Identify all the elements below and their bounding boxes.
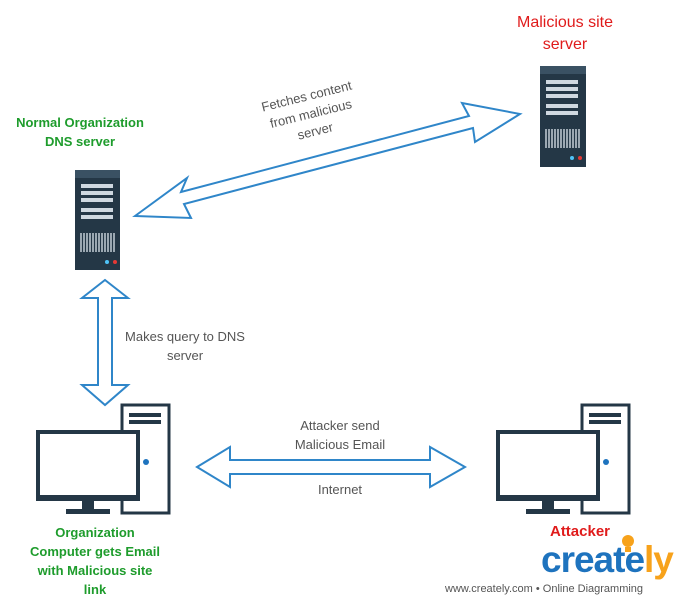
email-edge-label-line1: Attacker send	[300, 418, 380, 433]
fetch-arrow	[132, 101, 523, 220]
attacker-label: Attacker	[549, 523, 611, 540]
query-edge-label-line2: server	[166, 348, 204, 363]
org-computer-icon	[36, 403, 171, 515]
dns-server-icon	[75, 170, 120, 270]
query-edge-label: Makes query to DNS server	[110, 327, 260, 365]
query-edge-label-line1: Makes query to DNS	[125, 329, 245, 344]
logo-text-accent: ly	[644, 539, 674, 580]
attacker-computer-icon	[496, 403, 631, 515]
malicious-server-label-line2: server	[542, 36, 588, 53]
dns-server-label-line1: Normal Organization	[16, 115, 144, 130]
malicious-server-icon	[540, 66, 586, 167]
email-edge-label-line2: Malicious Email	[294, 437, 386, 452]
internet-label: Internet	[317, 482, 363, 497]
malicious-server-label-line1: Malicious site	[516, 14, 614, 31]
creately-logo: creately	[541, 539, 674, 580]
email-arrow	[195, 445, 468, 489]
dns-server-label: Normal Organization DNS server	[0, 113, 160, 151]
logo-bulb-icon	[622, 535, 634, 552]
org-computer-label: Organization Computer gets Email with Ma…	[20, 523, 170, 599]
logo-text-main: create	[541, 539, 645, 580]
org-computer-label-line1: Organization	[55, 525, 135, 540]
email-edge-label: Attacker send Malicious Email	[265, 416, 415, 454]
query-arrow	[79, 278, 131, 407]
footer-text: www.creately.com • Online Diagramming	[445, 583, 644, 595]
org-computer-label-line4: link	[83, 582, 107, 597]
dns-server-label-line2: DNS server	[44, 134, 116, 149]
org-computer-label-line2: Computer gets Email	[29, 544, 161, 559]
org-computer-label-line3: with Malicious site	[37, 563, 153, 578]
malicious-server-label: Malicious site server	[480, 12, 650, 56]
